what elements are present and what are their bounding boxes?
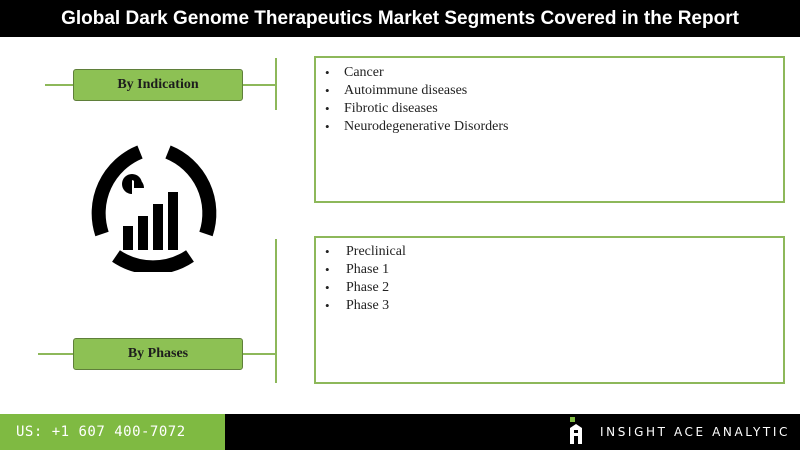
connector-line: [38, 353, 73, 355]
brand-name: INSIGHT ACE ANALYTIC: [600, 425, 790, 439]
connector-line: [275, 58, 277, 110]
segment-box-phases: Preclinical Phase 1 Phase 2 Phase 3: [314, 236, 785, 384]
footer-bar: [225, 414, 800, 450]
chart-analytics-icon: [91, 145, 217, 272]
connector-line: [243, 84, 277, 86]
connector-line: [275, 239, 277, 383]
segment-label-phases: By Phases: [73, 338, 243, 370]
list-item: Phase 2: [316, 279, 783, 297]
connector-line: [243, 353, 277, 355]
indication-list: Cancer Autoimmune diseases Fibrotic dise…: [316, 64, 783, 136]
connector-line: [45, 84, 73, 86]
insight-ace-logo: [570, 417, 582, 444]
contact-phone: US: +1 607 400-7072: [0, 414, 225, 450]
list-item: Preclinical: [316, 243, 783, 261]
list-item: Phase 1: [316, 261, 783, 279]
page-title: Global Dark Genome Therapeutics Market S…: [0, 0, 800, 37]
list-item: Cancer: [316, 64, 783, 82]
list-item: Fibrotic diseases: [316, 100, 783, 118]
segment-label-indication: By Indication: [73, 69, 243, 101]
list-item: Neurodegenerative Disorders: [316, 118, 783, 136]
segment-box-indication: Cancer Autoimmune diseases Fibrotic dise…: [314, 56, 785, 203]
list-item: Autoimmune diseases: [316, 82, 783, 100]
list-item: Phase 3: [316, 297, 783, 315]
phases-list: Preclinical Phase 1 Phase 2 Phase 3: [316, 243, 783, 315]
